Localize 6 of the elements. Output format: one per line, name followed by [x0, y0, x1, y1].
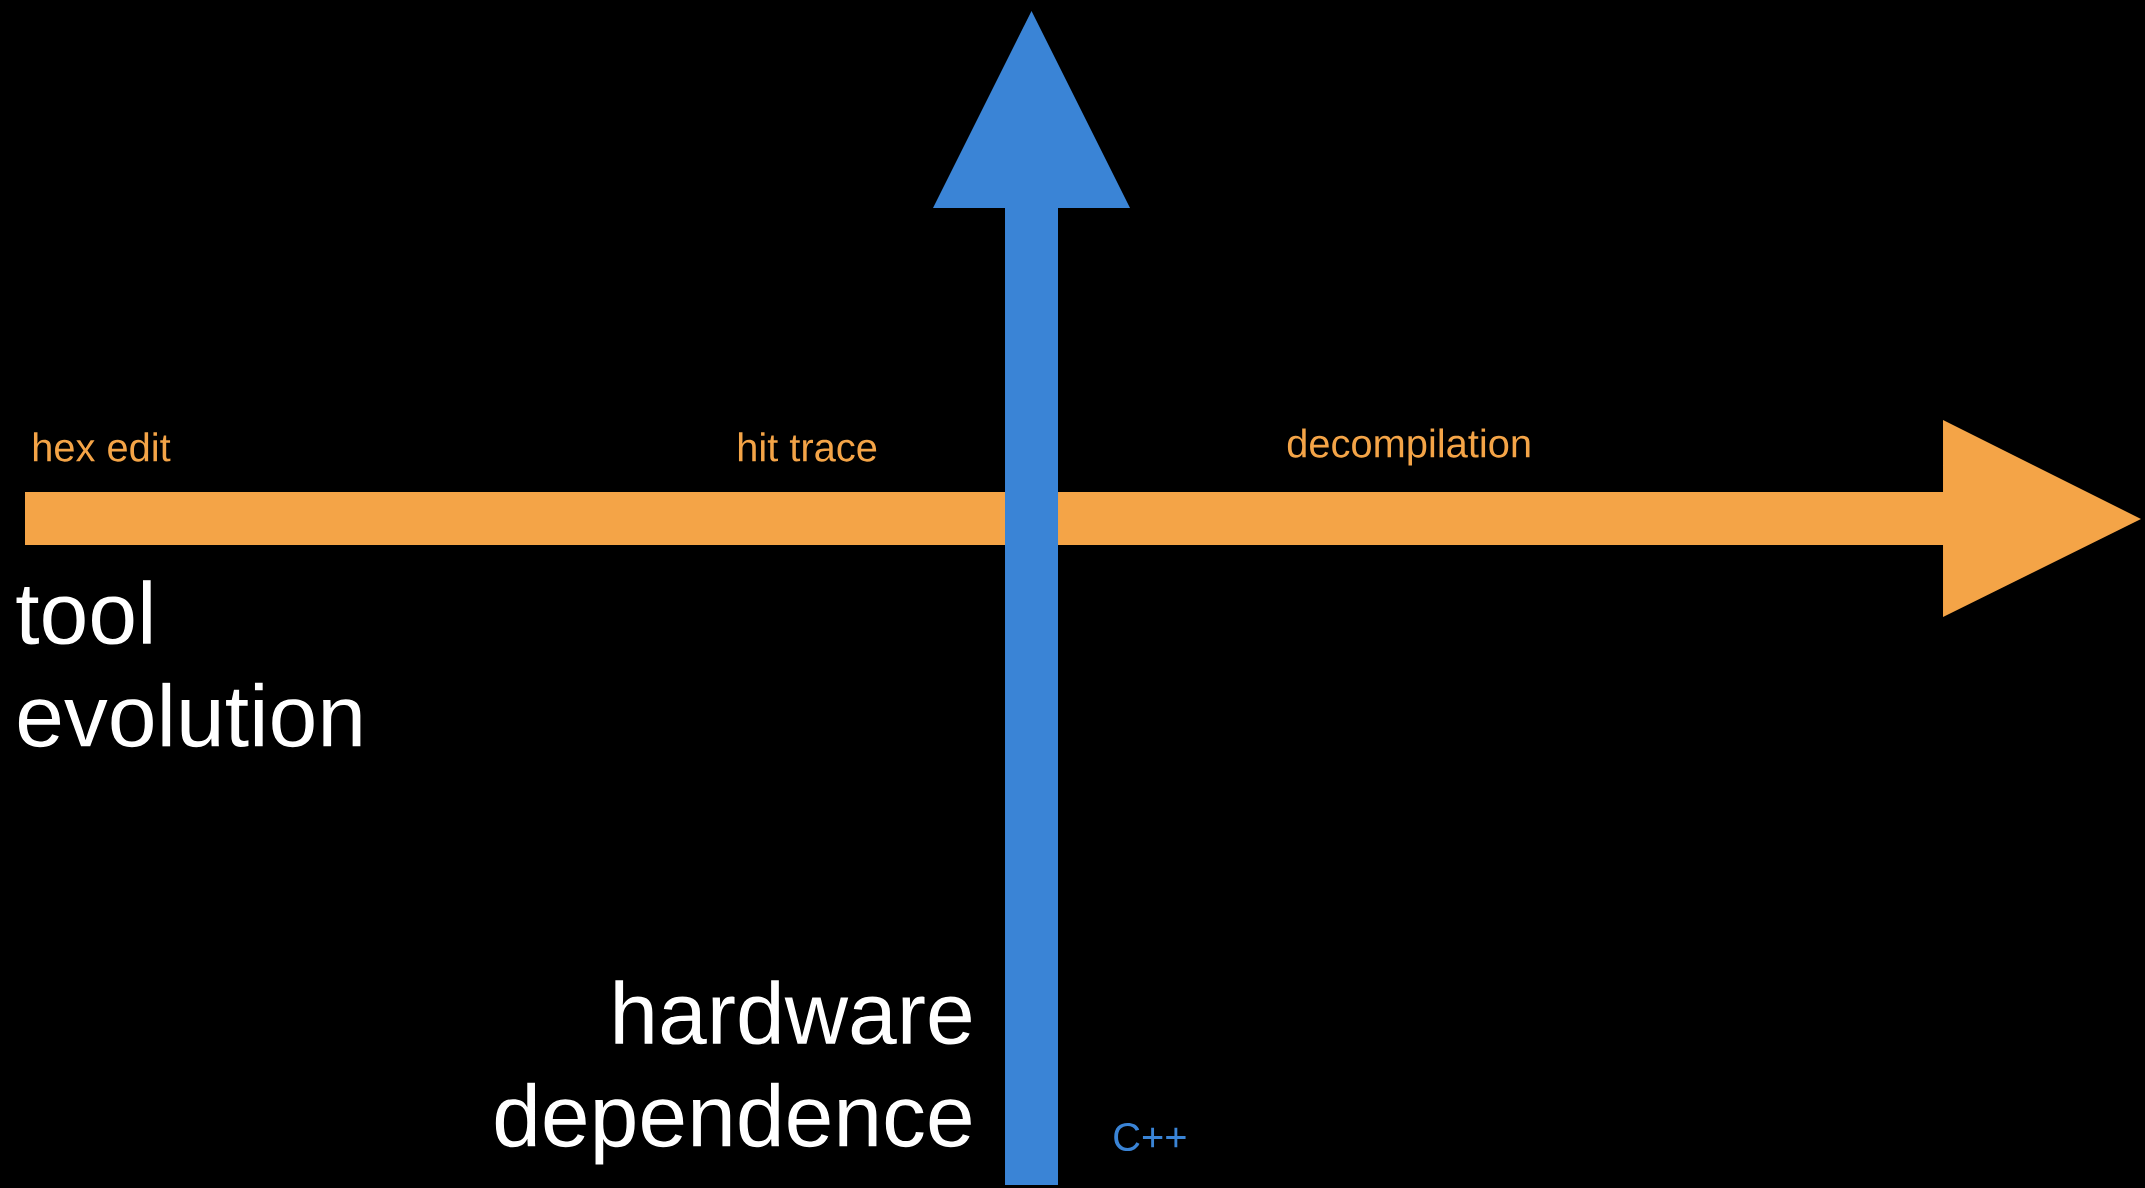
scale-label: C++	[1114, 1122, 1186, 1152]
scale-label: decompilation	[1287, 428, 1530, 466]
scale-label: hex edit	[33, 432, 171, 462]
axis-label: tool evolution	[16, 580, 361, 748]
axis-label: hardware dependence	[495, 980, 971, 1165]
scale-label: hit trace	[738, 432, 877, 462]
